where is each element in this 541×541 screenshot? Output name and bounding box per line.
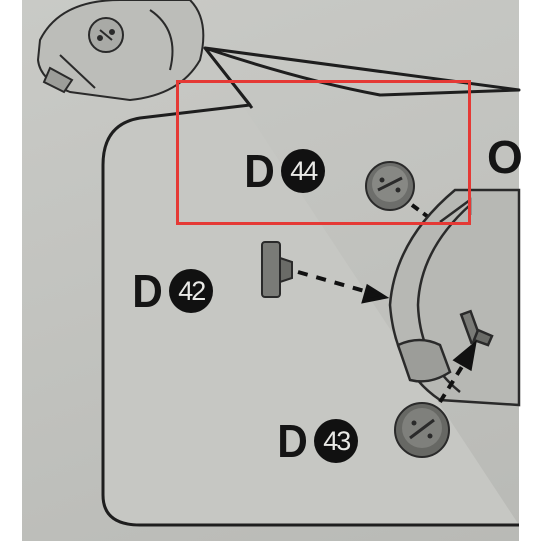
part-label-d42: D 42 — [131, 265, 214, 317]
highlight-box — [176, 80, 471, 225]
pin-d42 — [261, 241, 293, 298]
cropped-label-letter: O — [487, 131, 523, 183]
part-number-badge: 42 — [169, 269, 214, 313]
callout-pointer — [203, 47, 254, 109]
screw-d43 — [394, 402, 450, 458]
top-assembled-module — [36, 0, 205, 102]
part-letter: D — [132, 265, 163, 317]
part-number-badge: 43 — [314, 419, 359, 463]
arrow-d43 — [438, 339, 477, 404]
main-body — [388, 188, 521, 407]
screw-d44 — [365, 161, 415, 211]
part-letter: D — [277, 415, 308, 467]
part-label-d44: D 44 — [243, 145, 326, 197]
part-number-badge: 44 — [281, 149, 326, 193]
part-letter: D — [244, 145, 275, 197]
part-label-d43: D 43 — [276, 415, 359, 467]
arrow-d42 — [297, 270, 390, 304]
